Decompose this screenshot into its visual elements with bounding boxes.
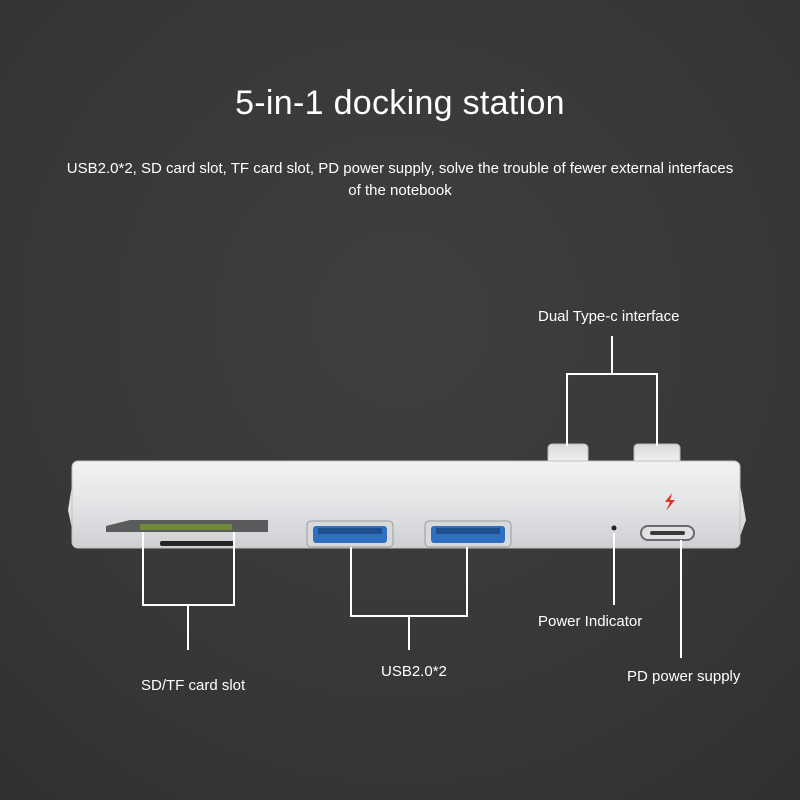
callout-card-slot: [142, 532, 235, 650]
callout-usb: [350, 547, 468, 650]
label-card-slot: SD/TF card slot: [141, 677, 246, 694]
label-usb: USB2.0*2: [381, 663, 447, 680]
callout-dual-typec: [566, 336, 658, 446]
usb-port-1: [306, 520, 394, 548]
usb-port-2: [424, 520, 512, 548]
label-pd-power: PD power supply: [627, 668, 741, 685]
label-power-indicator: Power Indicator: [538, 613, 643, 630]
label-dual-typec: Dual Type-c interface: [538, 308, 680, 325]
card-slot: [106, 520, 268, 546]
page-subtitle: USB2.0*2, SD card slot, TF card slot, PD…: [66, 160, 734, 199]
lightning-bolt-icon: [665, 493, 675, 511]
page-title: 5-in-1 docking station: [235, 84, 565, 122]
power-indicator-led: [611, 525, 617, 531]
